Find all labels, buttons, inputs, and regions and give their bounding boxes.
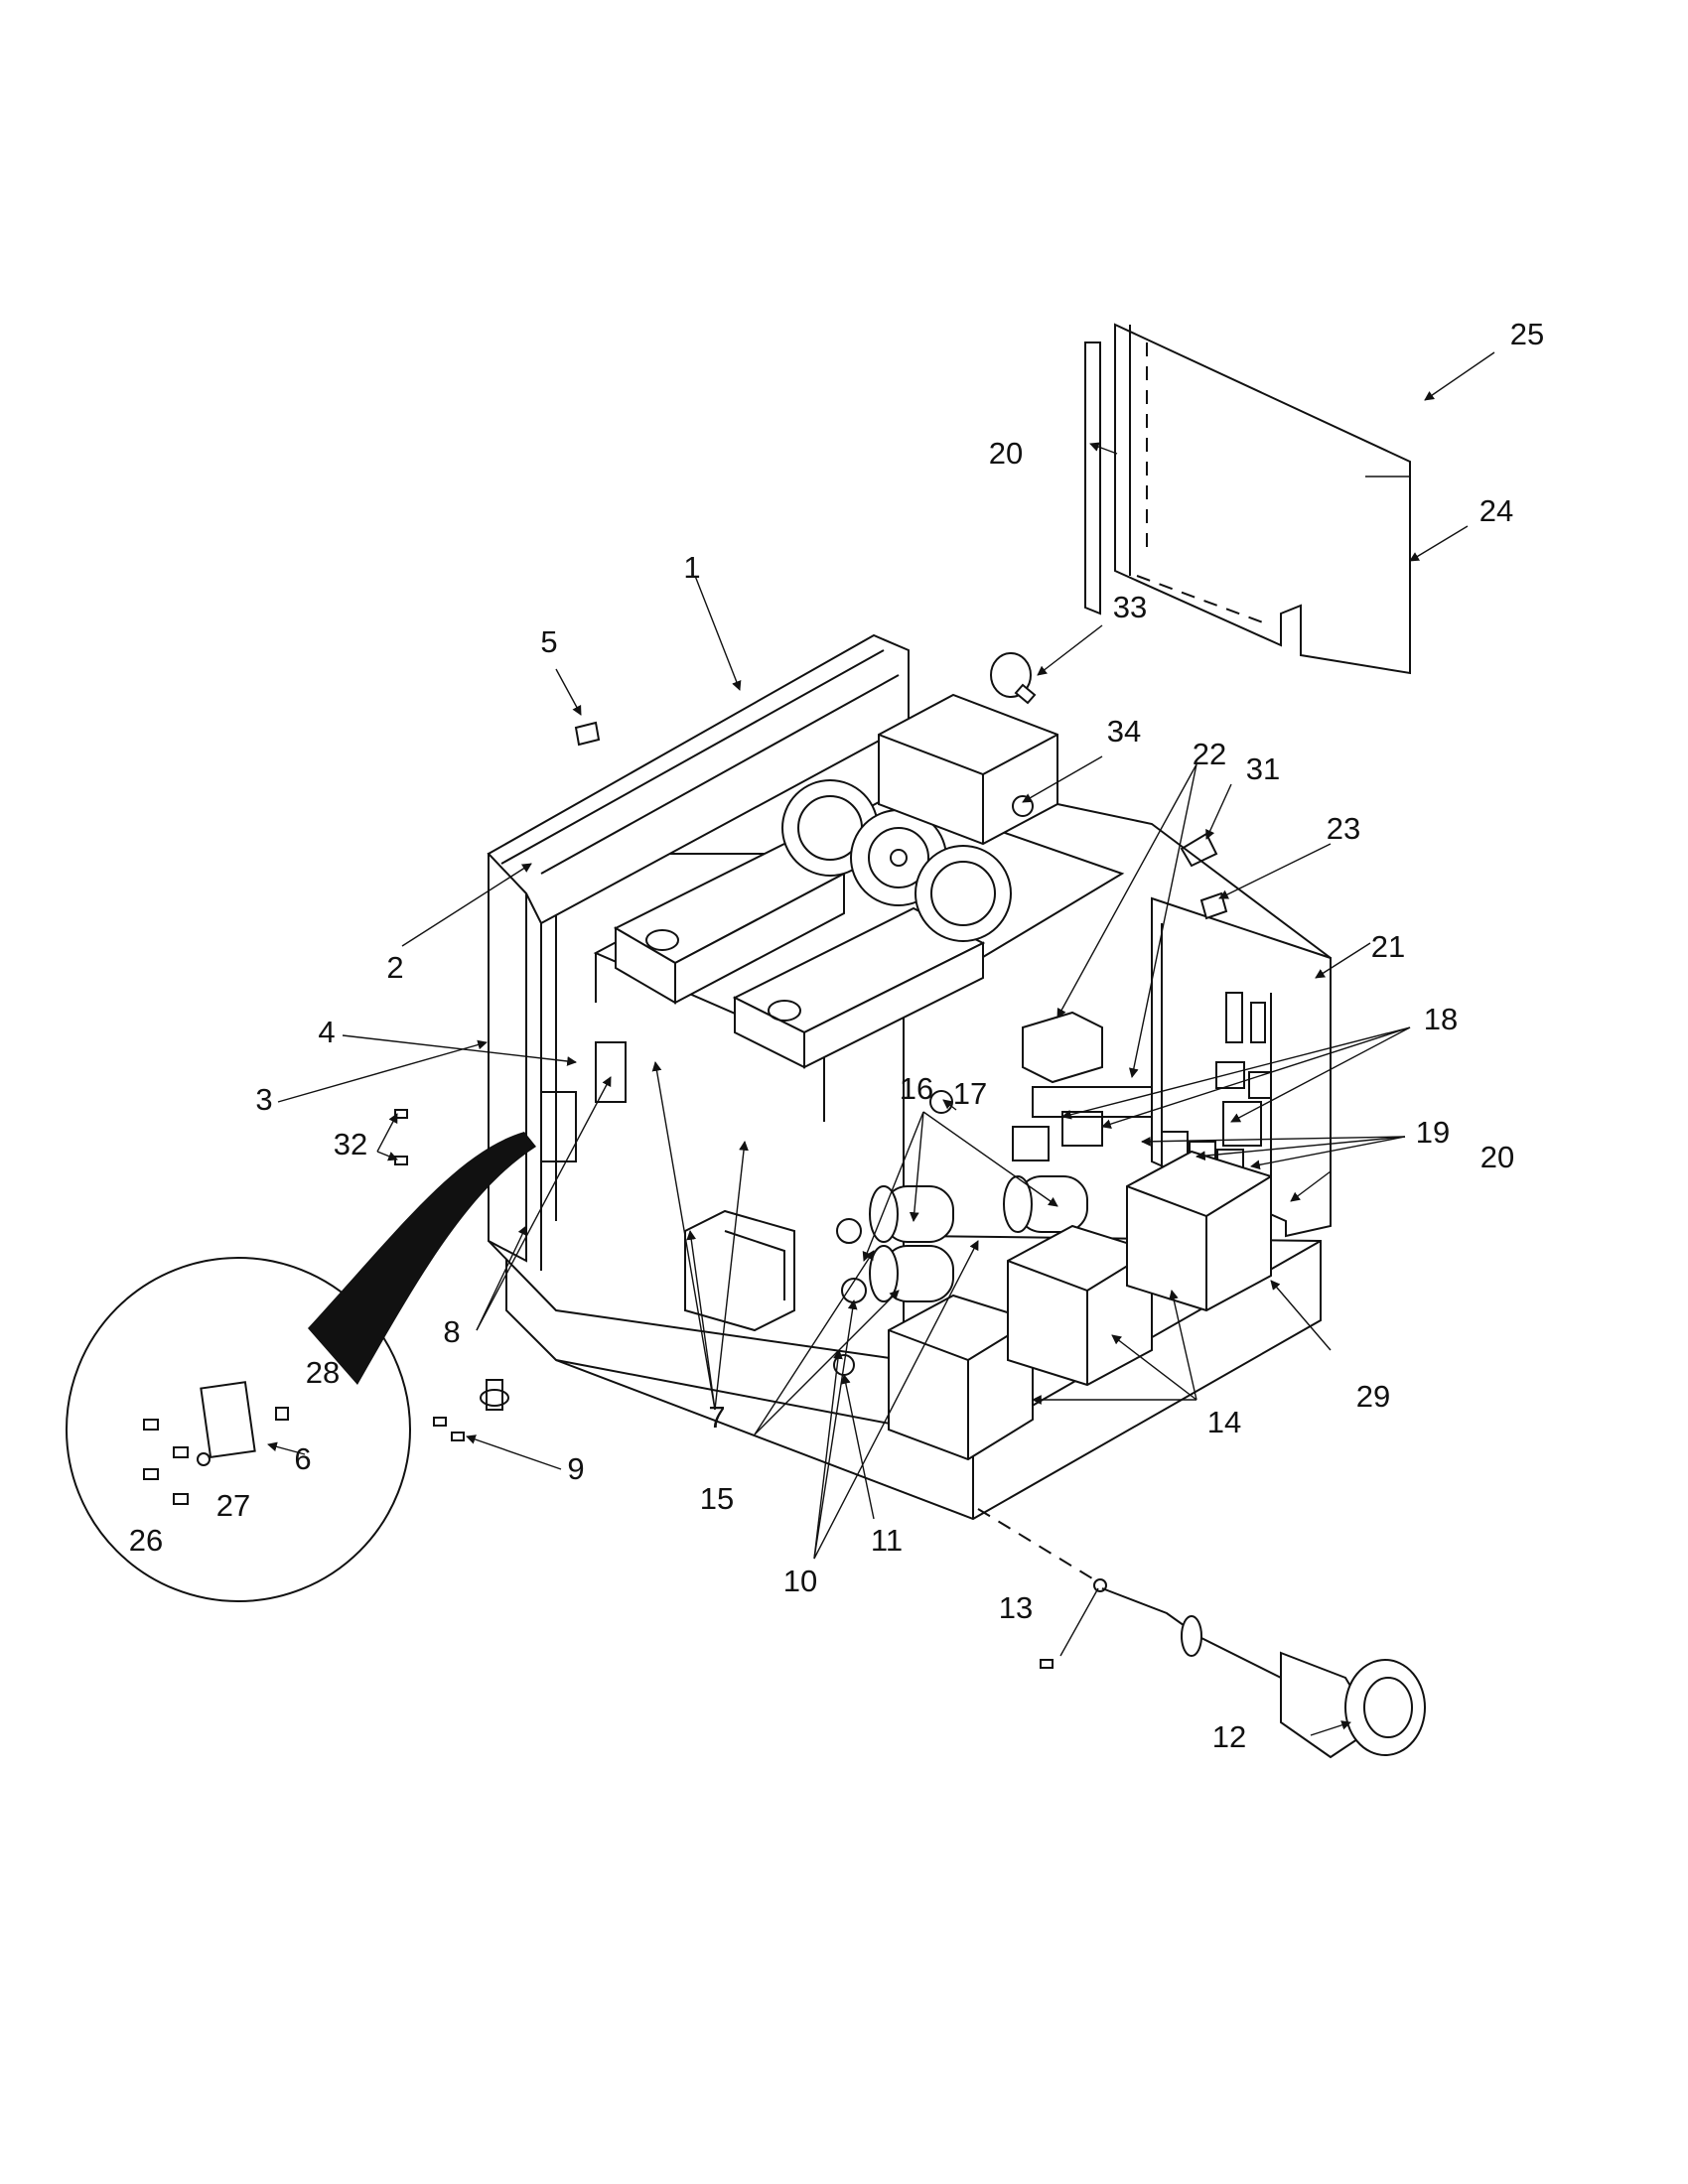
- callout-10: 10: [783, 1564, 817, 1598]
- callout-31: 31: [1246, 751, 1280, 786]
- callout-13: 13: [999, 1590, 1033, 1625]
- callout-24: 24: [1479, 493, 1513, 528]
- callout-12: 12: [1212, 1719, 1246, 1754]
- callout-20-side: 20: [1480, 1140, 1514, 1174]
- callout-8: 8: [443, 1314, 460, 1349]
- callout-6: 6: [294, 1441, 311, 1476]
- power-cord-assembly: [977, 1508, 1426, 1759]
- callout-34: 34: [1107, 714, 1141, 749]
- callout-11: 11: [871, 1523, 903, 1558]
- callout-21: 21: [1371, 929, 1405, 964]
- callout-14: 14: [1207, 1405, 1241, 1439]
- lamp-bulb: [990, 652, 1037, 705]
- callout-28: 28: [306, 1355, 340, 1390]
- callout-33: 33: [1113, 590, 1147, 624]
- callout-25: 25: [1510, 317, 1544, 351]
- detail-view-inset: [66, 1132, 536, 1602]
- callout-19: 19: [1416, 1115, 1450, 1150]
- callout-4: 4: [318, 1015, 335, 1049]
- callout-26: 26: [129, 1523, 163, 1558]
- callout-20-rear: 20: [989, 436, 1023, 471]
- callout-17: 17: [953, 1076, 987, 1111]
- main-cabinet-assembly: [394, 633, 1332, 1521]
- callout-15: 15: [700, 1481, 734, 1516]
- callout-9: 9: [567, 1451, 584, 1486]
- callout-16: 16: [900, 1071, 933, 1106]
- callout-18: 18: [1424, 1002, 1458, 1036]
- callout-27: 27: [216, 1488, 250, 1523]
- callout-29: 29: [1356, 1379, 1390, 1414]
- callout-1: 1: [683, 550, 700, 585]
- callout-5: 5: [540, 624, 557, 659]
- callout-3: 3: [255, 1082, 272, 1117]
- leader-lines: [267, 351, 1495, 1736]
- callout-2: 2: [386, 950, 403, 985]
- rear-panel-assembly: [1084, 323, 1411, 675]
- callout-23: 23: [1327, 811, 1360, 846]
- callout-labels: 1 2 3 4 5 6 7 8 9 10 11 12 13 14 15 16 1…: [129, 317, 1544, 1754]
- callout-7: 7: [708, 1400, 725, 1434]
- callout-22: 22: [1193, 737, 1226, 771]
- callout-32: 32: [334, 1127, 367, 1161]
